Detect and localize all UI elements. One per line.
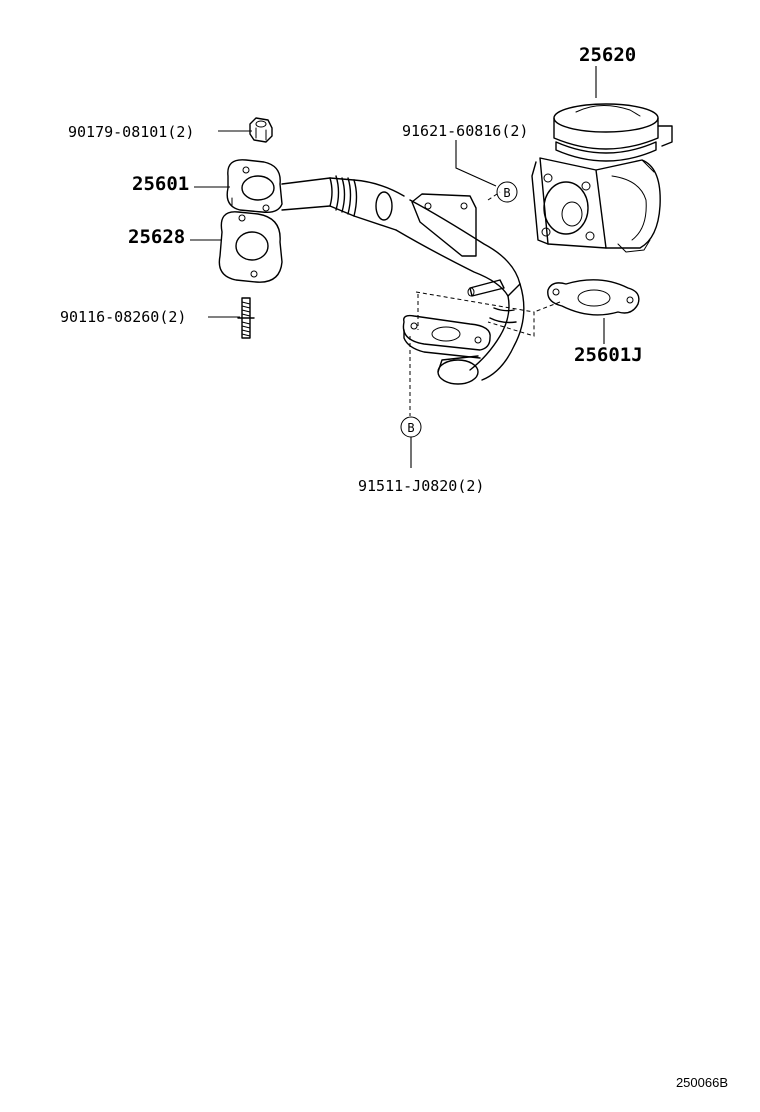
nut-90179-drawing bbox=[249, 117, 273, 143]
part-label-25601[interactable]: 25601 bbox=[132, 173, 189, 195]
flange-25601-drawing bbox=[226, 159, 283, 214]
gasket-25601j-drawing bbox=[547, 279, 640, 316]
part-label-25601j[interactable]: 25601J bbox=[574, 344, 643, 366]
leader-lines bbox=[190, 66, 605, 468]
callout-b-lower: B bbox=[400, 416, 422, 438]
stud-90116-drawing bbox=[237, 297, 255, 339]
part-label-90116-08260[interactable]: 90116-08260(2) bbox=[60, 308, 186, 326]
egr-pipe-drawing bbox=[281, 175, 525, 385]
assembly-lines bbox=[409, 191, 561, 416]
figure-reference: 250066B bbox=[675, 1075, 728, 1090]
callout-b-upper: B bbox=[496, 181, 518, 203]
part-label-25620[interactable]: 25620 bbox=[579, 44, 636, 66]
part-label-91621-60816[interactable]: 91621-60816(2) bbox=[402, 122, 528, 140]
part-label-25628[interactable]: 25628 bbox=[128, 226, 185, 248]
svg-text:B: B bbox=[407, 421, 414, 435]
gasket-25628-drawing bbox=[218, 211, 283, 283]
part-label-90179-08101[interactable]: 90179-08101(2) bbox=[68, 123, 194, 141]
svg-text:B: B bbox=[503, 186, 510, 200]
part-label-91511-j0820[interactable]: 91511-J0820(2) bbox=[358, 477, 484, 495]
egr-valve-drawing bbox=[531, 103, 673, 253]
